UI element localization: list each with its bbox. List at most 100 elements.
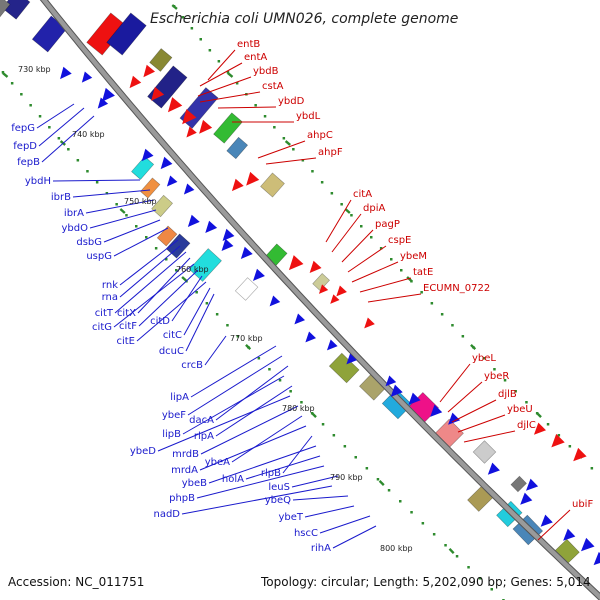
feature-box bbox=[131, 156, 155, 180]
gene-label-leus: leuS bbox=[268, 482, 290, 493]
gene-label-lipb: lipB bbox=[162, 429, 181, 440]
rail-dot bbox=[332, 434, 336, 437]
gene-label-crcb: crcB bbox=[181, 360, 203, 371]
rail-dot bbox=[235, 82, 239, 85]
gene-label-ahpc: ahpC bbox=[307, 130, 333, 141]
forward-gene-arrow bbox=[288, 255, 304, 271]
feature-box bbox=[149, 48, 173, 72]
leader-ybeb bbox=[208, 445, 317, 484]
rail-dot bbox=[38, 115, 42, 118]
scale-label-800-kbp: 800 kbp bbox=[380, 544, 413, 553]
leader-dsbg bbox=[103, 219, 161, 243]
rail-dot bbox=[451, 324, 454, 327]
rail-dot bbox=[263, 115, 267, 118]
feature-box bbox=[260, 172, 285, 198]
scale-label-730-kbp: 730 kbp bbox=[18, 65, 51, 74]
rail-dot bbox=[278, 379, 282, 382]
rail-dot bbox=[208, 49, 212, 52]
rail-dot bbox=[390, 258, 393, 261]
feature-box bbox=[151, 194, 173, 218]
accession-text: Accession: NC_011751 bbox=[8, 575, 144, 589]
gene-label-fepd: fepD bbox=[13, 141, 37, 152]
scale-label-790-kbp: 790 kbp bbox=[330, 473, 363, 482]
reverse-gene-arrow bbox=[97, 97, 109, 109]
rail-dot bbox=[365, 467, 369, 470]
gene-label-ahpf: ahpF bbox=[318, 147, 343, 158]
rail-tick bbox=[245, 344, 252, 350]
gene-label-tate: tatE bbox=[413, 267, 433, 278]
rail-tick bbox=[171, 4, 178, 10]
feature-box bbox=[0, 0, 11, 18]
reverse-gene-arrow bbox=[60, 66, 72, 80]
gene-label-dsbg: dsbG bbox=[76, 237, 102, 248]
leader-ybdb bbox=[197, 76, 252, 97]
gene-label-djlc: djlC bbox=[517, 420, 536, 431]
rail-dot bbox=[514, 390, 517, 393]
gene-label-pagp: pagP bbox=[375, 219, 400, 230]
leader-fepb bbox=[41, 115, 95, 163]
rail-dot bbox=[292, 148, 295, 151]
gene-label-phpb: phpB bbox=[169, 493, 195, 504]
gene-label-citd: citD bbox=[150, 316, 170, 327]
rail-tick bbox=[344, 208, 351, 214]
rail-dot bbox=[430, 302, 434, 305]
forward-gene-arrow bbox=[330, 294, 340, 304]
rail-dot bbox=[268, 368, 271, 371]
scale-label-780-kbp: 780 kbp bbox=[282, 404, 315, 413]
map-title: Escherichia coli UMN026, complete genome bbox=[150, 11, 458, 27]
leader-cite bbox=[136, 281, 207, 342]
reverse-gene-arrow bbox=[326, 339, 338, 351]
gene-label-ybdd: ybdD bbox=[278, 96, 305, 107]
feature-box bbox=[1, 0, 31, 20]
rail-dot bbox=[421, 522, 425, 525]
rail-dot bbox=[115, 203, 118, 206]
leader-enta bbox=[199, 62, 243, 87]
gene-label-mrda: mrdA bbox=[171, 465, 198, 476]
leader-ybel bbox=[439, 363, 471, 403]
feature-box bbox=[381, 388, 413, 420]
leader-fepd bbox=[38, 107, 85, 147]
leader-ybdd bbox=[217, 106, 277, 109]
rail-dot bbox=[236, 335, 240, 338]
rail-tick bbox=[448, 548, 455, 554]
gene-label-djlb: djlB bbox=[498, 389, 517, 400]
rail-dot bbox=[376, 478, 380, 481]
rail-dot bbox=[300, 401, 303, 404]
reverse-gene-arrow bbox=[205, 220, 218, 234]
rail-tick bbox=[535, 412, 542, 418]
gene-label-rlpa: rlpA bbox=[194, 431, 214, 442]
leader-phpb bbox=[196, 465, 325, 499]
leader-ybdh bbox=[52, 179, 141, 182]
rail-dot bbox=[145, 236, 148, 239]
rail-dot bbox=[135, 225, 138, 228]
leader-lipb bbox=[182, 375, 285, 435]
reverse-gene-arrow bbox=[593, 551, 600, 566]
gene-label-hola: holA bbox=[222, 474, 244, 485]
gene-label-ecumn-0722: ECUMN_0722 bbox=[423, 283, 490, 294]
rail-dot bbox=[490, 588, 493, 591]
leader-mrda bbox=[199, 425, 307, 471]
forward-gene-arrow bbox=[318, 284, 329, 294]
gene-label-cite: citE bbox=[116, 336, 135, 347]
rail-tick bbox=[227, 72, 234, 78]
forward-gene-arrow bbox=[336, 285, 347, 297]
forward-gene-arrow bbox=[231, 178, 244, 192]
reverse-gene-arrow bbox=[563, 528, 576, 541]
leader-cspe bbox=[347, 245, 387, 273]
leader-pagp bbox=[341, 229, 374, 263]
gene-label-daca: dacA bbox=[189, 415, 214, 426]
gene-label-rlpb: rlpB bbox=[261, 468, 281, 479]
rail-dot bbox=[67, 148, 70, 151]
leader-citt bbox=[114, 251, 187, 314]
genome-backbone bbox=[39, 0, 600, 600]
rail-tick bbox=[181, 276, 188, 282]
leader-rlpb bbox=[282, 435, 313, 474]
reverse-gene-arrow bbox=[448, 412, 461, 425]
reverse-gene-arrow bbox=[525, 478, 539, 491]
rail-dot bbox=[455, 555, 459, 558]
gene-label-ybef: ybeF bbox=[162, 410, 186, 421]
leader-ybem bbox=[351, 261, 399, 283]
forward-gene-arrow bbox=[182, 109, 197, 125]
